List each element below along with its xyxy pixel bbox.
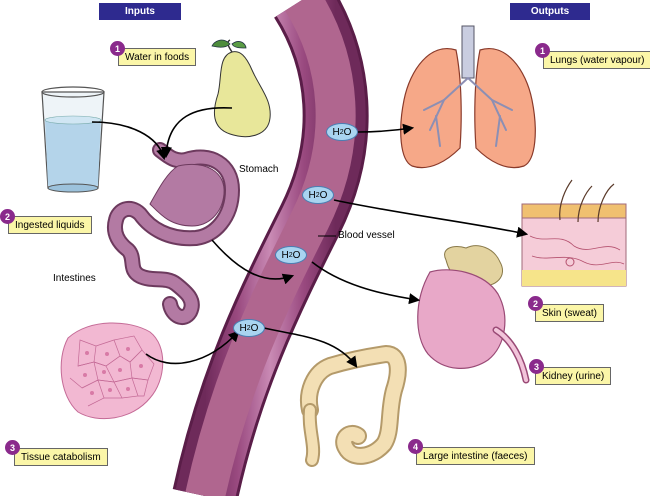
arrow-vessel-to-intestine <box>263 327 358 368</box>
arrow-pear-to-stomach <box>160 106 233 159</box>
glass-of-water-icon <box>41 86 105 193</box>
stomach-icon <box>107 142 240 325</box>
input-tissue-catabolism-number: 3 <box>5 440 20 455</box>
intestines-label: Intestines <box>53 273 96 284</box>
large-intestine-icon <box>300 345 407 467</box>
arrow-vessel-to-skin <box>333 199 529 238</box>
output-large-intestine-text: Large intestine (faeces) <box>423 450 528 462</box>
output-lungs-label: Lungs (water vapour) <box>543 51 650 69</box>
arrow-vessel-to-kidney <box>311 261 421 305</box>
output-lungs-number: 1 <box>535 43 550 58</box>
arrow-vessel-to-lungs <box>357 123 415 135</box>
kidney-icon <box>417 245 530 384</box>
stomach-label: Stomach <box>239 164 279 175</box>
lungs-icon <box>400 25 536 169</box>
output-skin-number: 2 <box>528 296 543 311</box>
tissue-cells-icon <box>60 322 164 420</box>
input-water-in-foods-number: 1 <box>110 41 125 56</box>
output-large-intestine-label: Large intestine (faeces) <box>416 447 535 465</box>
output-large-intestine-number: 4 <box>408 439 423 454</box>
output-skin-text: Skin (sweat) <box>542 307 598 319</box>
input-water-in-foods-text: Water in foods <box>125 51 190 63</box>
input-tissue-catabolism-label: Tissue catabolism <box>14 448 108 466</box>
output-kidney-number: 3 <box>529 359 544 374</box>
output-kidney-label: Kidney (urine) <box>535 367 612 385</box>
skin-icon <box>521 179 627 287</box>
input-ingested-liquids-label: Ingested liquids <box>8 216 92 234</box>
input-tissue-catabolism-text: Tissue catabolism <box>21 451 101 463</box>
arrow-stomach-to-vessel <box>211 239 295 285</box>
blood-vessel <box>172 0 369 496</box>
inputs-header: Inputs <box>99 3 181 20</box>
input-ingested-liquids-text: Ingested liquids <box>15 219 85 231</box>
arrow-cells-to-vessel <box>145 330 240 365</box>
pear-icon <box>211 39 271 138</box>
input-ingested-liquids-number: 2 <box>0 209 15 224</box>
output-skin-label: Skin (sweat) <box>535 304 605 322</box>
input-water-in-foods-label: Water in foods <box>118 48 197 66</box>
blood-vessel-label: Blood vessel <box>338 230 395 241</box>
output-kidney-text: Kidney (urine) <box>542 370 605 382</box>
outputs-header: Outputs <box>510 3 590 20</box>
flow-arrows <box>91 106 529 368</box>
output-lungs-text: Lungs (water vapour) <box>550 54 645 66</box>
